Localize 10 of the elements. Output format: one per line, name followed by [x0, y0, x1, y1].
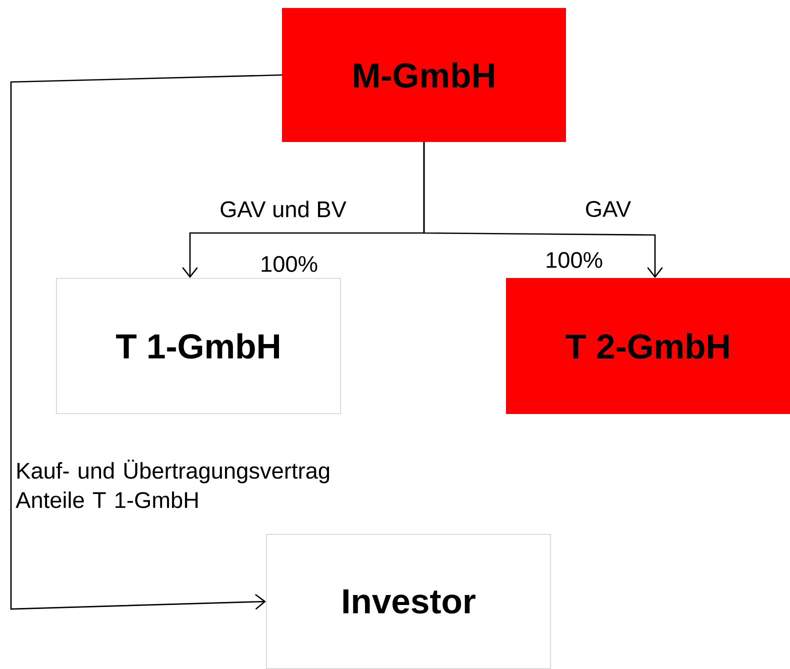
share-label: 100%	[546, 252, 602, 268]
edge-label: Kauf- und Übertragungsvertrag Anteile T 1-GmbH	[16, 460, 330, 508]
connector-arrow	[423, 142, 663, 278]
connector-arrow	[10, 74, 282, 610]
org-box: Investor	[266, 534, 551, 669]
org-box: T 1-GmbH	[56, 278, 341, 414]
org-box: T 2-GmbH	[506, 278, 790, 414]
edge-label: GAV	[586, 200, 631, 218]
edge-label: GAV und BV	[220, 200, 346, 218]
org-box: M-GmbH	[282, 8, 566, 142]
